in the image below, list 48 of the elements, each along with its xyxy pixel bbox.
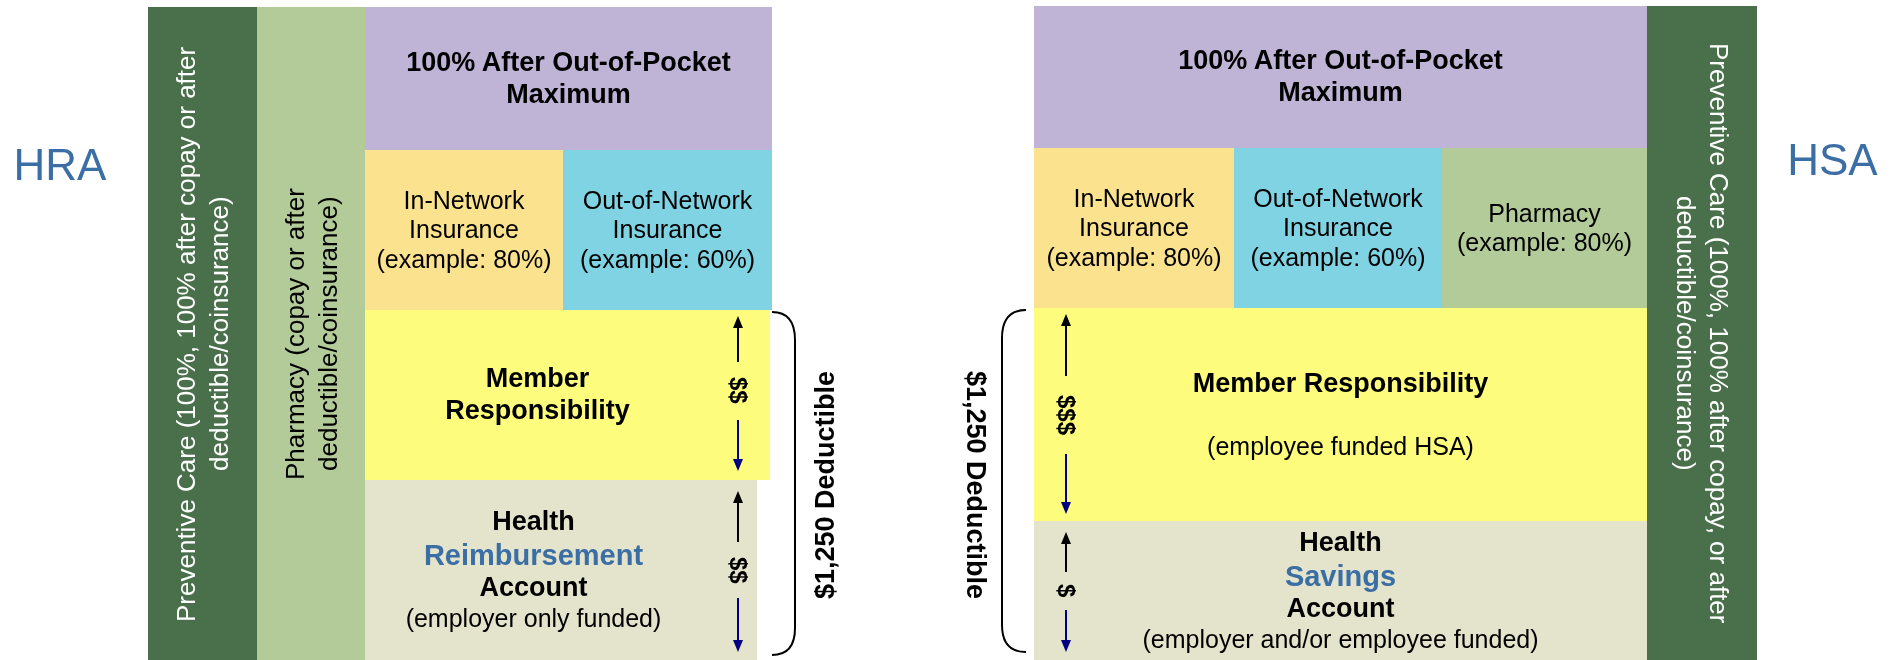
box-heading: 100% After Out-of-Pocket Maximum xyxy=(405,46,732,111)
box-text: (example: 80%) xyxy=(376,244,552,275)
out-of-pocket-box xyxy=(1034,6,1647,148)
box-heading: Account xyxy=(1286,592,1395,625)
box-text: (employer only funded) xyxy=(405,604,662,634)
plan-label: HRA xyxy=(13,143,107,187)
plan-label: HSA xyxy=(1787,138,1878,182)
pharmacy-column xyxy=(257,7,365,660)
member-responsibility-box xyxy=(1034,308,1647,521)
savings-account-box xyxy=(1034,521,1647,660)
box-text: (employee funded HSA) xyxy=(1207,431,1474,462)
preventive-care-column xyxy=(148,7,257,660)
amount-label: $$ xyxy=(726,556,750,584)
preventive-care-column xyxy=(1647,6,1757,660)
box-heading: 100% After Out-of-Pocket Maximum xyxy=(1177,45,1504,109)
amount-label: $$ xyxy=(726,376,750,404)
box-heading: Health xyxy=(1299,526,1382,559)
box-text: (example: 60%) xyxy=(579,244,756,275)
box-text: Out-of-Network Insurance xyxy=(1252,183,1424,243)
box-heading: Savings xyxy=(1284,558,1397,593)
box-text: In-Network Insurance xyxy=(1072,183,1196,243)
box-heading: Health xyxy=(492,506,575,539)
box-heading: Reimbursement xyxy=(423,538,644,573)
member-responsibility-box xyxy=(365,310,770,480)
pharmacy-box xyxy=(1442,148,1647,308)
box-heading: Member Responsibility xyxy=(1192,367,1489,400)
column-label: Pharmacy (copay or after deductible/coinsurance) xyxy=(278,186,343,482)
box-text: (example: 80%) xyxy=(1046,242,1222,273)
box-heading: Member Responsibility xyxy=(444,363,631,427)
in-network-box xyxy=(1034,148,1234,308)
box-text: In-Network Insurance xyxy=(402,185,526,245)
box-text: (example: 60%) xyxy=(1250,242,1426,273)
amount-label: $$$ xyxy=(1054,394,1078,435)
column-label: Preventive Care (100%, 100% after copay or after deductible/coinsurance) xyxy=(170,44,235,624)
out-of-network-box xyxy=(563,150,772,310)
box-text: Pharmacy xyxy=(1488,198,1601,228)
column-label: Preventive Care (100%, 100% after copay, or after deductible/coinsurance) xyxy=(1670,41,1735,626)
out-of-network-box xyxy=(1234,148,1442,308)
reimbursement-account-box xyxy=(365,480,757,660)
in-network-box xyxy=(365,150,563,310)
amount-label: $ xyxy=(1054,584,1078,598)
box-text: (employer and/or employee funded) xyxy=(1142,624,1539,655)
deductible-label: $1,250 Deductible xyxy=(961,370,989,600)
box-heading: Account xyxy=(479,572,588,605)
box-text: (example: 80%) xyxy=(1456,228,1633,258)
box-text: Out-of-Network Insurance xyxy=(581,185,754,245)
deductible-label: $1,250 Deductible xyxy=(811,370,839,600)
out-of-pocket-box xyxy=(365,7,772,150)
